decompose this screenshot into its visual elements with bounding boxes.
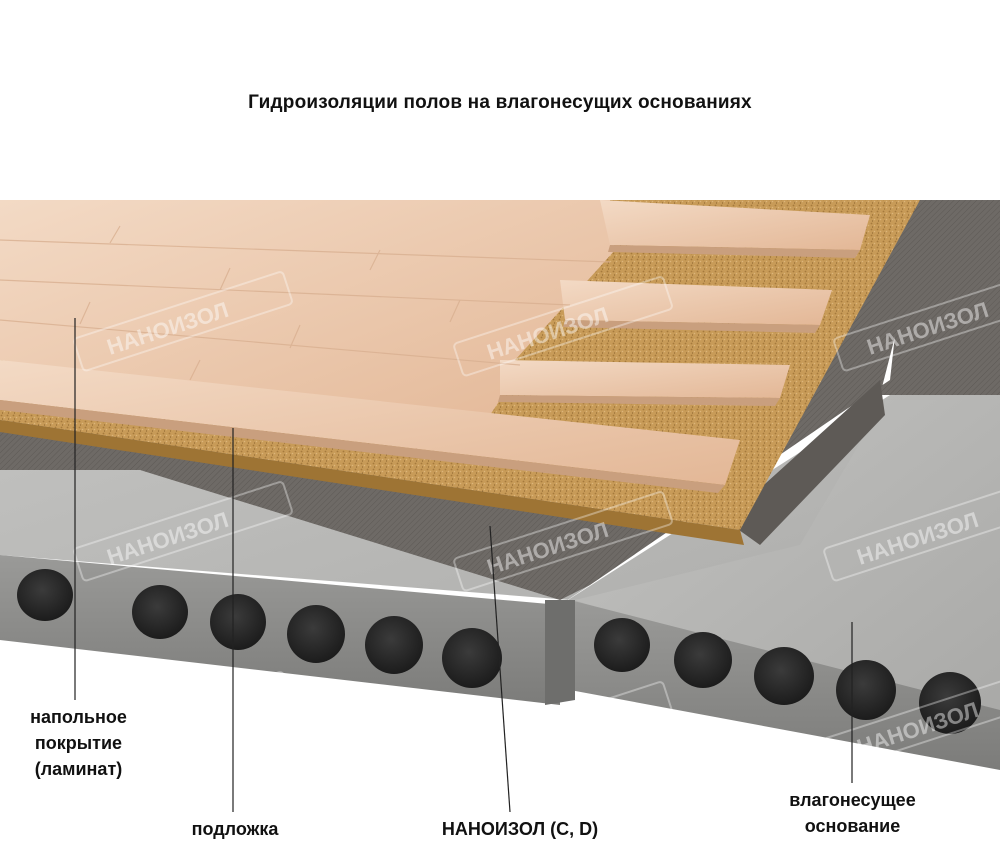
slab-hollow-cores-left [17,569,502,688]
nanoizol-membrane-fold [725,380,885,545]
label-underlay: подложка [191,819,279,839]
concrete-slab-front-left [0,555,560,705]
concrete-slab-step [545,600,575,705]
label-base-line2: основание [804,816,901,836]
label-base: влагонесущее основание [765,787,940,839]
label-base-line1: влагонесущее [789,790,916,810]
label-laminate-line1: напольное [30,707,127,727]
label-laminate: напольное покрытие (ламинат) [6,704,151,782]
label-laminate-line2: покрытие [34,733,123,753]
concrete-slab-top-right [575,400,1000,725]
laminate-plank-1 [600,200,870,250]
slab-hollow-cores-right [594,618,981,734]
watermark-group [73,271,1000,782]
laminate-plank-3 [500,360,790,398]
leader-nanoizol [489,525,511,813]
nanoizol-membrane-top [860,200,1000,400]
laminate-plank-2 [560,280,832,325]
underlay-edge [0,420,744,545]
label-nanoizol: НАНОИЗОЛ (C, D) [441,819,599,839]
laminate-plank-4 [0,360,740,485]
diagram-title: Гидроизоляции полов на влагонесущих осно… [248,92,752,113]
label-laminate-line3: (ламинат) [34,759,123,779]
laminate-field [0,200,615,430]
